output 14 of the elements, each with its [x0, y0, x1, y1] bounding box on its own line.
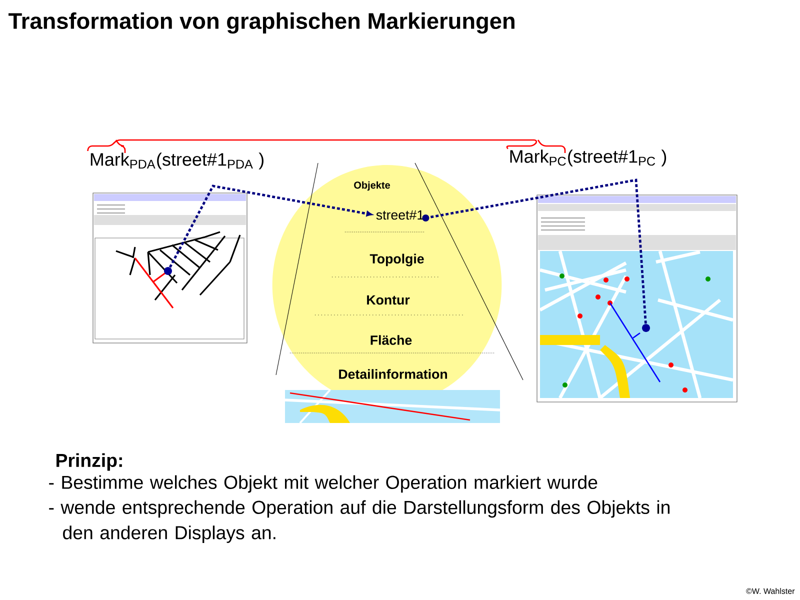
copyright-note: ©W. Wahlster — [746, 588, 795, 594]
marker-dot — [642, 324, 650, 332]
screen-drawing — [536, 194, 738, 402]
title: Transformation von graphischen Markierungen — [8, 12, 514, 34]
screen-drawing — [92, 192, 248, 344]
formula-label: street#1 — [376, 210, 424, 220]
marker-dot — [164, 267, 172, 275]
dotted-arrow — [168, 184, 372, 268]
formula-label: Mark$_{PDA}$(street#1$_{PDA}$ ) — [90, 152, 264, 170]
bracket — [87, 139, 566, 154]
bullet-text: - Bestimme welches Objekt mit welcher Operation markiert wurde — [49, 475, 598, 493]
dotted-arrow — [422, 178, 647, 324]
heading: Prinzip: — [56, 453, 122, 471]
bullet-text: - wende entsprechende Operation auf die Darstellungsform des Objekts in den anderen Displays an. — [49, 500, 670, 543]
